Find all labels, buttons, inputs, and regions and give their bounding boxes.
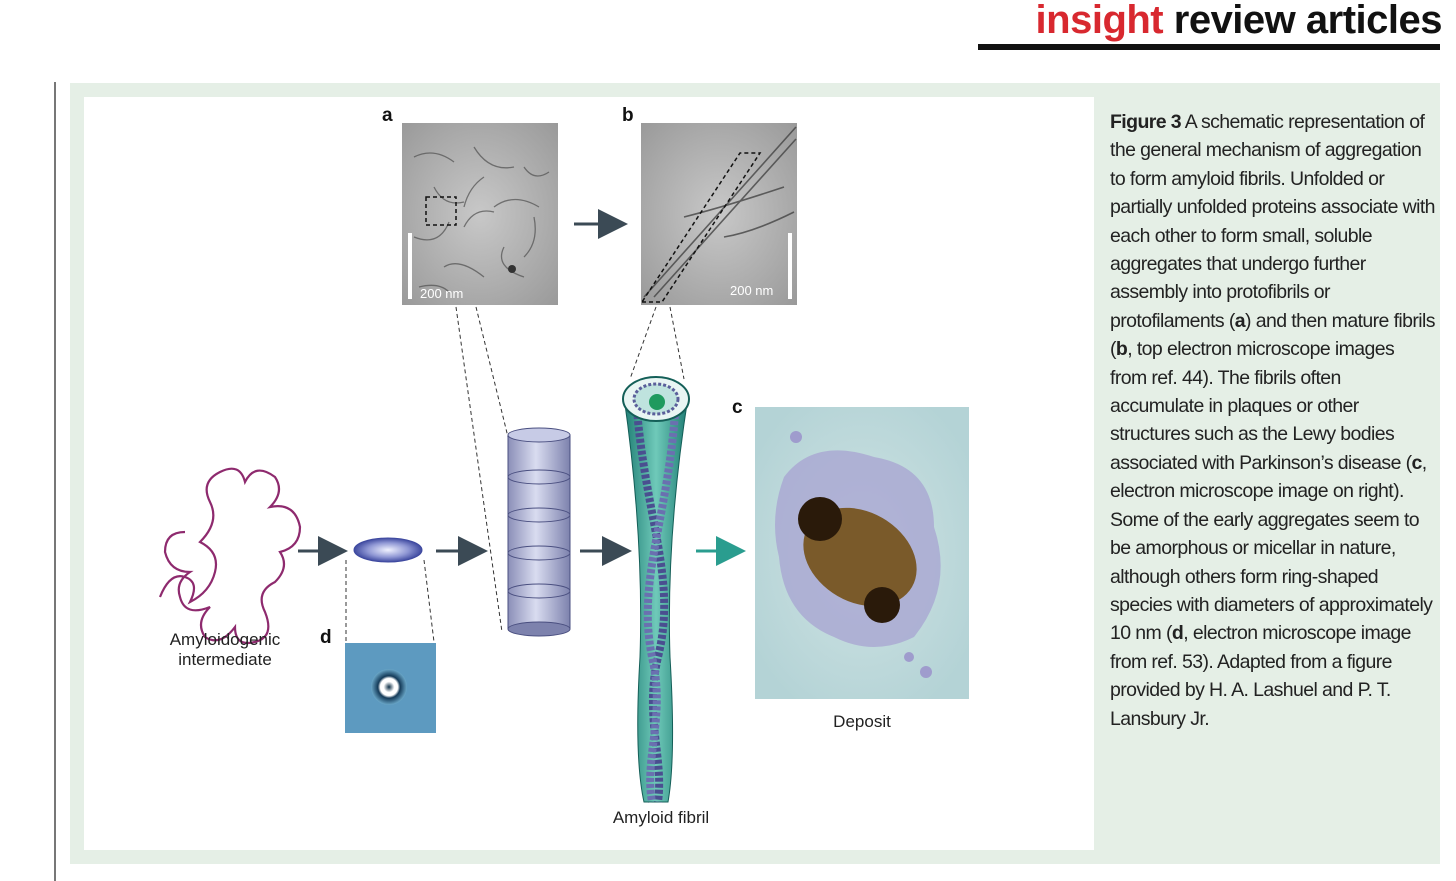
figure-caption: Figure 3 A schematic representation of t… — [1110, 111, 1436, 730]
amyloidogenic-intermediate-protein — [158, 467, 302, 645]
em-image-b — [640, 123, 797, 305]
caption-figure-number: Figure 3 — [1110, 111, 1182, 133]
scale-bar-label-a: 200 nm — [420, 286, 464, 301]
figure-area: a b c d 200 nm 200 nm Amyloidogenic inte… — [84, 97, 1094, 850]
panel-label-d: d — [320, 627, 332, 648]
protofibril-stack — [507, 427, 571, 637]
label-amyloidogenic-intermediate: Amyloidogenic intermediate — [169, 630, 281, 669]
amyloid-fibril — [622, 376, 690, 803]
header-rule — [978, 44, 1440, 50]
panel-label-c: c — [732, 397, 743, 418]
figure-illustration — [158, 123, 969, 803]
oligomer-disc — [353, 537, 423, 563]
projection-lines-a — [345, 306, 685, 643]
deposit-image-c — [755, 407, 969, 699]
header-review-articles: review articles — [1173, 0, 1443, 42]
running-header: insight review articles — [1035, 0, 1443, 46]
panel-label-a: a — [382, 105, 393, 126]
label-amyloid-fibril: Amyloid fibril — [612, 808, 710, 827]
panel-label-b: b — [622, 105, 634, 126]
header-insight: insight — [1035, 0, 1164, 42]
scale-bar-label-b: 200 nm — [730, 283, 774, 298]
label-deposit: Deposit — [833, 712, 891, 731]
margin-rule — [54, 82, 56, 881]
em-image-d — [345, 643, 436, 733]
em-image-a — [402, 123, 558, 305]
